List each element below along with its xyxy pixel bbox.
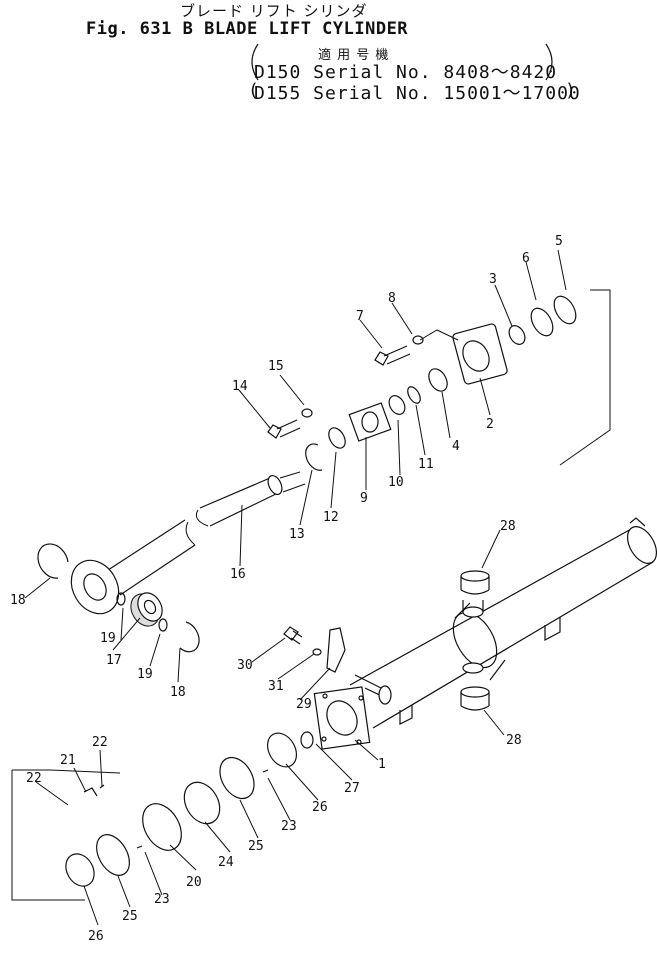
callout-5: 5 <box>555 234 563 249</box>
callout-18-left: 18 <box>10 593 26 608</box>
bolt-7-washer-8 <box>374 335 424 366</box>
bushing-28-bottom <box>460 686 490 711</box>
callout-28-bottom: 28 <box>506 733 522 748</box>
cylinder-tube <box>313 517 657 750</box>
callout-23-lower: 23 <box>154 892 170 907</box>
callout-20: 20 <box>186 875 202 890</box>
callout-7: 7 <box>356 309 364 324</box>
figure-title: Fig. 631 B BLADE LIFT CYLINDER <box>86 19 409 39</box>
callout-21: 21 <box>60 753 76 768</box>
spherical-bearing-17 <box>130 592 163 627</box>
callout-22-right: 22 <box>92 735 108 750</box>
callout-29: 29 <box>296 697 312 712</box>
callout-6: 6 <box>522 251 530 266</box>
callout-15: 15 <box>268 359 284 374</box>
callout-30: 30 <box>237 658 253 673</box>
header-title-jp: ブレード リフト シリンダ <box>180 2 368 20</box>
callout-26-upper: 26 <box>312 800 328 815</box>
callout-14: 14 <box>232 379 248 394</box>
callout-11: 11 <box>418 457 434 472</box>
callout-12: 12 <box>323 510 339 525</box>
callout-19-left: 19 <box>100 631 116 646</box>
svg-text:(: ( <box>248 80 259 101</box>
callout-23-upper: 23 <box>281 819 297 834</box>
callout-1: 1 <box>378 757 386 772</box>
callout-31: 31 <box>268 679 284 694</box>
header-brackets: ( ) <box>248 43 576 101</box>
piston-parts <box>65 731 314 887</box>
callout-labels: 1 2 3 4 5 6 7 8 9 10 11 12 13 14 15 16 1… <box>10 234 563 944</box>
rod-cover-2 <box>452 323 508 385</box>
callout-9: 9 <box>360 491 368 506</box>
callout-3: 3 <box>489 272 497 287</box>
callout-25-upper: 25 <box>248 839 264 854</box>
callout-22-left: 22 <box>26 771 42 786</box>
applicable-models-jp: 適 用 号 機 <box>318 48 390 63</box>
serial-range-d155: D155 Serial No. 15001～17000 <box>254 83 581 104</box>
callout-19-right: 19 <box>137 667 153 682</box>
piston-rod <box>70 471 306 615</box>
callout-8: 8 <box>388 291 396 306</box>
callout-26-lower: 26 <box>88 929 104 944</box>
callout-10: 10 <box>388 475 404 490</box>
leader-lines <box>11 249 611 926</box>
seal-parts-9-13 <box>305 386 421 471</box>
bolt-30-plate-29 <box>283 626 346 673</box>
callout-2: 2 <box>486 417 494 432</box>
callout-25-lower: 25 <box>122 909 138 924</box>
svg-text:): ) <box>565 80 576 101</box>
callout-13: 13 <box>289 527 305 542</box>
bushing-28-top <box>460 570 490 595</box>
callout-17: 17 <box>106 653 122 668</box>
gland-parts-3-6 <box>428 295 577 392</box>
callout-27: 27 <box>344 781 360 796</box>
callout-24: 24 <box>218 855 234 870</box>
serial-range-d150: D150 Serial No. 8408～8420 <box>254 62 558 83</box>
callout-4: 4 <box>452 439 460 454</box>
callout-18-right: 18 <box>170 685 186 700</box>
callout-28-top: 28 <box>500 519 516 534</box>
snap-rings-18 <box>37 543 200 653</box>
seals-19 <box>116 592 168 632</box>
bolt-14-washer-15 <box>267 408 313 439</box>
callout-16: 16 <box>230 567 246 582</box>
